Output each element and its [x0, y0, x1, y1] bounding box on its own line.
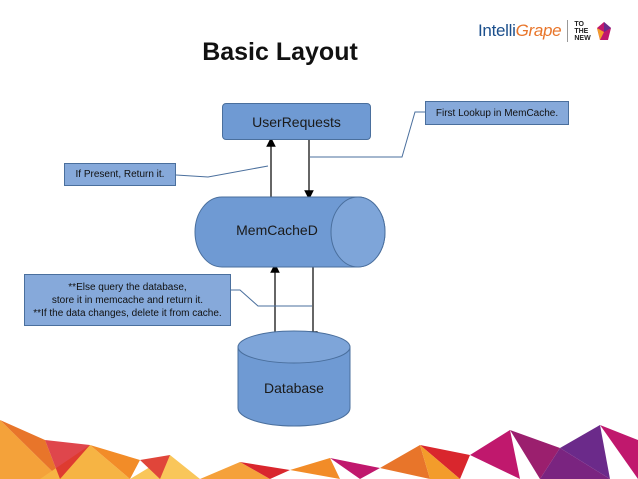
- callout-if-present-text: If Present, Return it.: [75, 169, 165, 180]
- logo-separator: [567, 20, 569, 42]
- to-the-new-logo-icon: [596, 22, 611, 40]
- leader-if-present: [175, 165, 269, 178]
- callout-if-present: If Present, Return it.: [64, 163, 176, 186]
- callout-else-query-line2: store it in memcache and return it.: [51, 294, 204, 306]
- leader-else-query: [231, 289, 312, 307]
- memcached-node: [194, 196, 386, 268]
- database-node: [237, 330, 351, 427]
- intelligrape-logo-text: IntelliGrape: [478, 21, 562, 40]
- leader-first-lookup: [310, 111, 425, 158]
- database-label: Database: [264, 380, 324, 396]
- userrequests-node: UserRequests: [222, 103, 371, 140]
- callout-first-lookup: First Lookup in MemCache.: [425, 101, 569, 125]
- callout-else-query-line1: **Else query the database,: [68, 281, 187, 293]
- slide-title: Basic Layout: [202, 38, 358, 66]
- callout-else-query-line3: **If the data changes, delete it from ca…: [33, 307, 222, 319]
- callout-else-query: **Else query the database, store it in m…: [24, 274, 231, 326]
- userrequests-label: UserRequests: [252, 113, 341, 130]
- bottom-triangles-decoration: [0, 420, 638, 479]
- memcached-label: MemCacheD: [236, 222, 318, 238]
- callout-first-lookup-text: First Lookup in MemCache.: [435, 107, 559, 119]
